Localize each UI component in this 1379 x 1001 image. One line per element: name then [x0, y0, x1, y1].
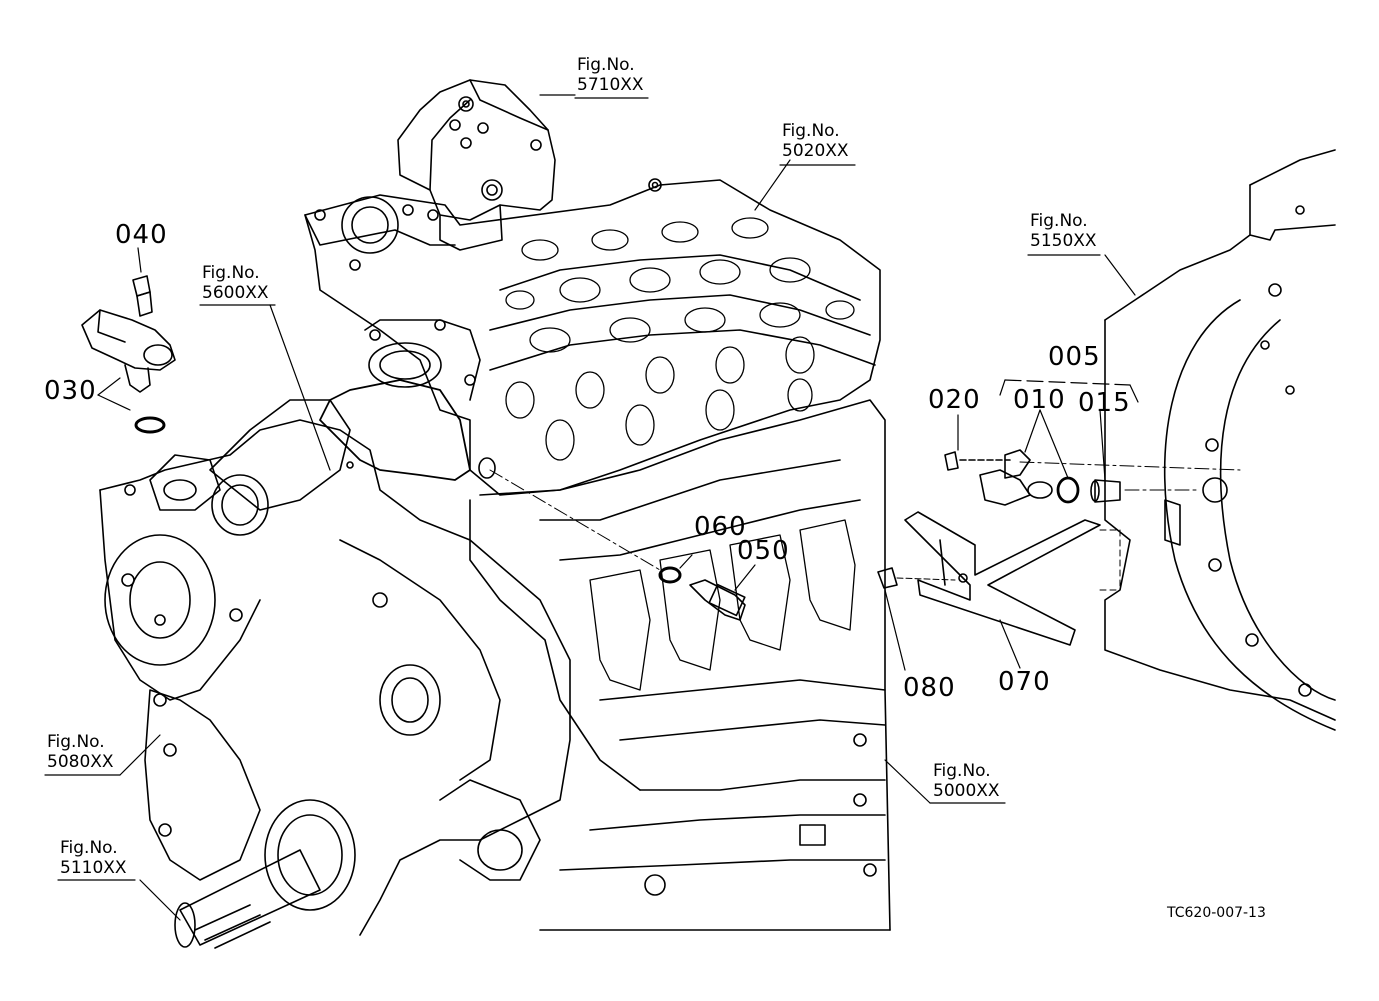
- callout-caption: Fig.No.: [577, 55, 635, 75]
- callout-code: 5000XX: [933, 781, 1000, 801]
- callout-code: 5150XX: [1030, 231, 1097, 251]
- drawing-reference: TC620-007-13: [1167, 905, 1266, 921]
- part-number-060: 060: [694, 512, 747, 542]
- engine-block: [469, 399, 891, 931]
- sensor-assembly-005: [944, 379, 1241, 506]
- callout-leaders: [44, 97, 1101, 881]
- callout-fig-5710: Fig.No. 5710XX: [577, 55, 644, 95]
- top-housing: [397, 79, 576, 251]
- callout-caption: Fig.No.: [933, 761, 991, 781]
- callout-caption: Fig.No.: [782, 121, 840, 141]
- callout-fig-5080: Fig.No. 5080XX: [47, 732, 114, 772]
- bracket-070: [877, 511, 1121, 671]
- callout-caption: Fig.No.: [47, 732, 105, 752]
- callout-code: 5110XX: [60, 858, 127, 878]
- callout-fig-5000: Fig.No. 5000XX: [933, 761, 1000, 801]
- part-number-005: 005: [1048, 342, 1101, 372]
- callout-fig-5110: Fig.No. 5110XX: [60, 838, 127, 878]
- sensor-030: [81, 309, 176, 434]
- callout-code: 5600XX: [202, 283, 269, 303]
- crankshaft-pulley: [139, 799, 356, 949]
- part-number-050: 050: [737, 536, 790, 566]
- part-number-040: 040: [115, 220, 168, 250]
- flywheel-housing: [1104, 149, 1336, 731]
- part-number-020: 020: [928, 385, 981, 415]
- part-number-010: 010: [1013, 385, 1066, 415]
- gear-case: [99, 304, 571, 936]
- callout-caption: Fig.No.: [1030, 211, 1088, 231]
- callout-code: 5080XX: [47, 752, 114, 772]
- callout-fig-5600: Fig.No. 5600XX: [202, 263, 269, 303]
- callout-fig-5020: Fig.No. 5020XX: [782, 121, 849, 161]
- callout-code: 5020XX: [782, 141, 849, 161]
- callout-code: 5710XX: [577, 75, 644, 95]
- sensor-050-060: [489, 469, 756, 621]
- part-number-030: 030: [44, 376, 97, 406]
- part-number-070: 070: [998, 667, 1051, 697]
- part-number-080: 080: [903, 673, 956, 703]
- bolt-040: [132, 247, 153, 317]
- callout-caption: Fig.No.: [202, 263, 260, 283]
- cylinder-head: [304, 159, 881, 496]
- part-number-015: 015: [1078, 388, 1131, 418]
- callout-fig-5150: Fig.No. 5150XX: [1030, 211, 1097, 251]
- callout-caption: Fig.No.: [60, 838, 118, 858]
